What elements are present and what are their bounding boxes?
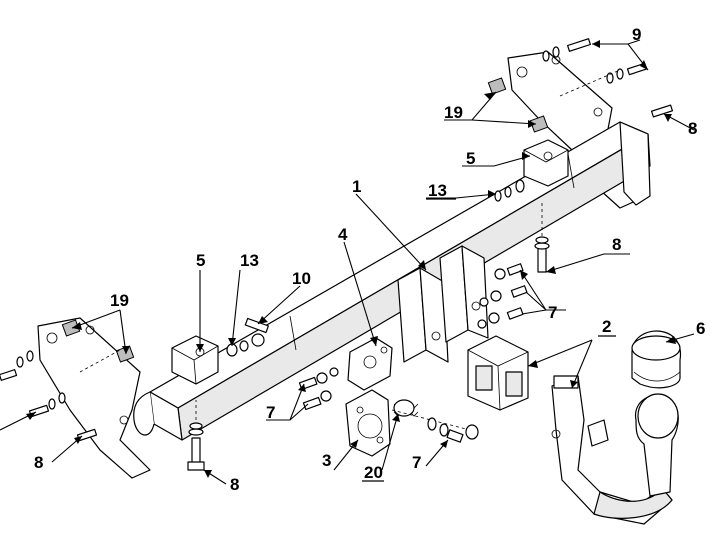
label-1: 1 [352, 177, 361, 196]
label-3: 3 [322, 451, 331, 470]
label-2: 2 [602, 317, 611, 336]
label-7-right: 7 [548, 303, 557, 322]
label-19-right: 19 [444, 103, 463, 122]
label-5-left: 5 [196, 251, 205, 270]
bolts-part-7-right [477, 263, 528, 329]
label-9: 9 [632, 25, 641, 44]
label-13-right: 13 [428, 181, 447, 200]
ball-mount-part-2 [551, 375, 679, 525]
side-block-left [171, 335, 219, 385]
clips-part-19 [61, 77, 549, 363]
assembly-dashed-lines [79, 69, 621, 431]
label-6: 6 [696, 319, 705, 338]
leader-lines [0, 39, 695, 485]
label-13-left: 13 [240, 251, 259, 270]
label-7-bottom: 7 [412, 453, 421, 472]
left-bracket-plate [37, 317, 151, 479]
label-5-right: 5 [466, 149, 475, 168]
label-8-top-right: 8 [688, 119, 697, 138]
label-19-left: 19 [110, 291, 129, 310]
label-8-bottom: 8 [230, 475, 239, 494]
module-part-2-box [467, 335, 529, 411]
side-block-right [523, 139, 569, 187]
bolts-part-7-left [298, 367, 339, 411]
label-20: 20 [364, 463, 383, 482]
label-8-left: 8 [34, 453, 43, 472]
label-10: 10 [292, 269, 311, 288]
label-7-left: 7 [266, 403, 275, 422]
center-brackets [397, 245, 489, 363]
socket-bracket-part-4 [347, 337, 393, 391]
label-8-right: 8 [612, 235, 621, 254]
part-labels: 9 19 8 5 13 1 4 8 5 13 10 19 7 2 6 7 8 8… [34, 25, 705, 494]
label-4: 4 [338, 225, 348, 244]
bolts-and-washers [0, 38, 674, 471]
bolt-part-7-bottom [427, 417, 479, 443]
